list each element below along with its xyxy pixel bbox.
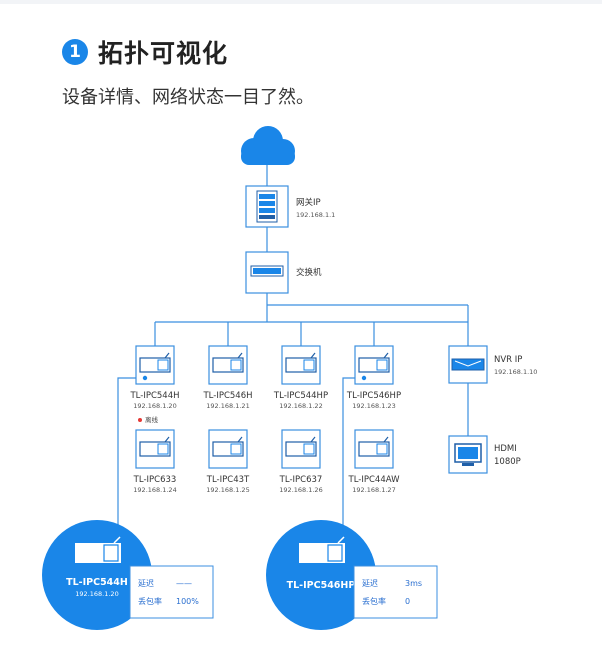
monitor-icon: [454, 443, 482, 466]
camera-ip: 192.168.1.24: [133, 486, 176, 494]
gateway-ip: 192.168.1.1: [296, 211, 335, 219]
camera-ip: 192.168.1.27: [352, 486, 395, 494]
latency-value: ——: [176, 579, 192, 588]
bubble-device-name: TL-IPC546HP: [287, 580, 356, 591]
offline-dot: [138, 418, 142, 422]
camera-icon: [139, 352, 171, 373]
link-dot: [361, 375, 367, 381]
nvr-recorder-icon: [451, 358, 485, 371]
camera-icon: [285, 436, 317, 457]
detail-panel-2: 延迟 3ms 丢包率 0: [353, 565, 438, 619]
camera-name: TL-IPC544H: [129, 391, 179, 401]
bubble-camera-icon: [75, 536, 121, 563]
camera-name: TL-IPC546H: [202, 391, 252, 401]
camera-ip: 192.168.1.25: [206, 486, 249, 494]
camera-ip: 192.168.1.20: [133, 402, 176, 410]
bubble-device-ip: 192.168.1.20: [75, 590, 118, 598]
camera-name: TL-IPC44AW: [348, 475, 401, 485]
camera-name: TL-IPC544HP: [273, 391, 328, 401]
hdmi-label: HDMI: [494, 444, 517, 454]
latency-value: 3ms: [405, 579, 422, 588]
page-title: 拓扑可视化: [98, 39, 229, 68]
camera-icon: [358, 436, 390, 457]
page-subtitle: 设备详情、网络状态一目了然。: [62, 87, 314, 108]
bubble-camera-icon: [299, 536, 345, 563]
section-header: 1 拓扑可视化: [62, 34, 228, 70]
camera-name: TL-IPC546HP: [346, 391, 401, 401]
bubble-device-name: TL-IPC544H: [66, 577, 128, 588]
gateway-label: 网关IP: [296, 197, 321, 208]
nvr-label: NVR IP: [494, 355, 522, 365]
packet-loss-label: 丢包率: [362, 596, 386, 606]
gateway-node[interactable]: 网关IP 192.168.1.1: [245, 185, 335, 228]
switch-label: 交换机: [296, 267, 322, 278]
camera-name: TL-IPC633: [133, 475, 177, 485]
camera-grid: TL-IPC544H192.168.1.20TL-IPC546H192.168.…: [129, 345, 401, 494]
camera-ip: 192.168.1.22: [279, 402, 322, 410]
camera-icon: [358, 352, 390, 373]
latency-label: 延迟: [138, 578, 154, 588]
packet-loss-value: 100%: [176, 597, 199, 606]
camera-icon: [212, 352, 244, 373]
switch-node[interactable]: 交换机: [245, 251, 322, 294]
gateway-server-icon: [256, 190, 278, 223]
link-dot: [142, 375, 148, 381]
detail-panel-1: 延迟 —— 丢包率 100%: [129, 565, 214, 619]
hdmi-monitor-node[interactable]: HDMI 1080P: [448, 435, 521, 474]
detail-bubble-1[interactable]: TL-IPC544H 192.168.1.20: [42, 520, 152, 630]
hdmi-resolution: 1080P: [494, 457, 521, 467]
cloud-icon: [241, 126, 295, 165]
nvr-ip: 192.168.1.10: [494, 368, 537, 376]
camera-ip: 192.168.1.23: [352, 402, 395, 410]
camera-name: TL-IPC637: [279, 475, 323, 485]
camera-ip: 192.168.1.21: [206, 402, 249, 410]
camera-icon: [139, 436, 171, 457]
step-number-badge: 1: [62, 39, 88, 65]
camera-icon: [212, 436, 244, 457]
nvr-node[interactable]: NVR IP 192.168.1.10: [448, 345, 537, 384]
camera-icon: [285, 352, 317, 373]
packet-loss-value: 0: [405, 597, 410, 606]
packet-loss-label: 丢包率: [138, 596, 162, 606]
camera-name: TL-IPC43T: [206, 475, 250, 485]
detail-bubble-2[interactable]: TL-IPC546HP: [266, 520, 376, 630]
switch-icon: [250, 265, 284, 277]
offline-indicator: 离线: [138, 415, 159, 424]
latency-label: 延迟: [362, 578, 378, 588]
top-divider: [0, 0, 602, 4]
offline-label: 离线: [145, 415, 159, 424]
camera-ip: 192.168.1.26: [279, 486, 322, 494]
connection-lines: [117, 165, 469, 528]
